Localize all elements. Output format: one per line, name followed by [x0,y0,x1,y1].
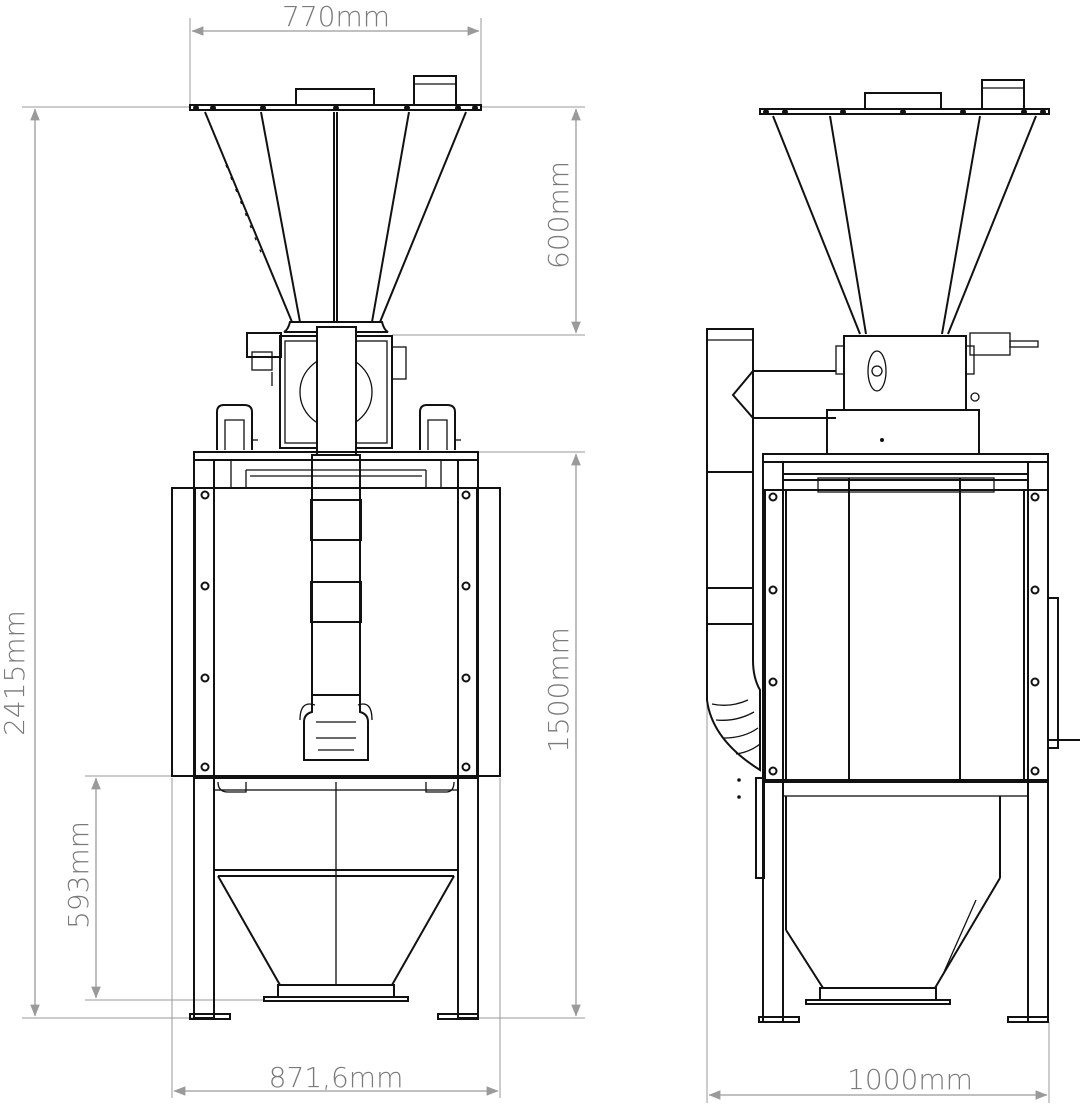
dimension-871-6mm: 871,6mm [171,778,501,1098]
side-frame [755,453,1080,1023]
dimension-593mm: 593mm [62,775,265,1001]
front-view: 770mm 2415mm 600mm 1500mm 59 [0,0,585,1098]
dimension-770mm: 770mm [189,0,482,105]
front-frame [189,451,479,1020]
front-central-pipe [299,326,373,761]
dimension-label-871-6mm: 871,6mm [269,1061,404,1094]
front-housing [171,487,501,779]
dimension-label-1000mm: 1000mm [847,1063,973,1096]
front-hopper [189,75,482,323]
side-housing [763,473,1059,783]
side-valve-box [826,332,1039,455]
dimension-label-2415mm: 2415mm [0,610,31,736]
dimension-600mm: 600mm [392,106,585,336]
side-duct [706,328,836,799]
dimension-1500mm: 1500mm [478,451,585,1019]
dimension-2415mm: 2415mm [0,106,195,1019]
dimension-label-770mm: 770mm [282,0,390,33]
dimension-label-1500mm: 1500mm [542,627,575,753]
side-lower-hopper [782,781,1029,1005]
front-lugs [216,404,461,450]
side-view: 1000mm [706,79,1080,1103]
front-lower-hopper [213,777,459,1002]
side-hopper [759,79,1050,335]
dimension-label-593mm: 593mm [62,821,95,929]
dimension-label-600mm: 600mm [542,161,575,269]
dimension-1000mm: 1000mm [706,440,1050,1103]
